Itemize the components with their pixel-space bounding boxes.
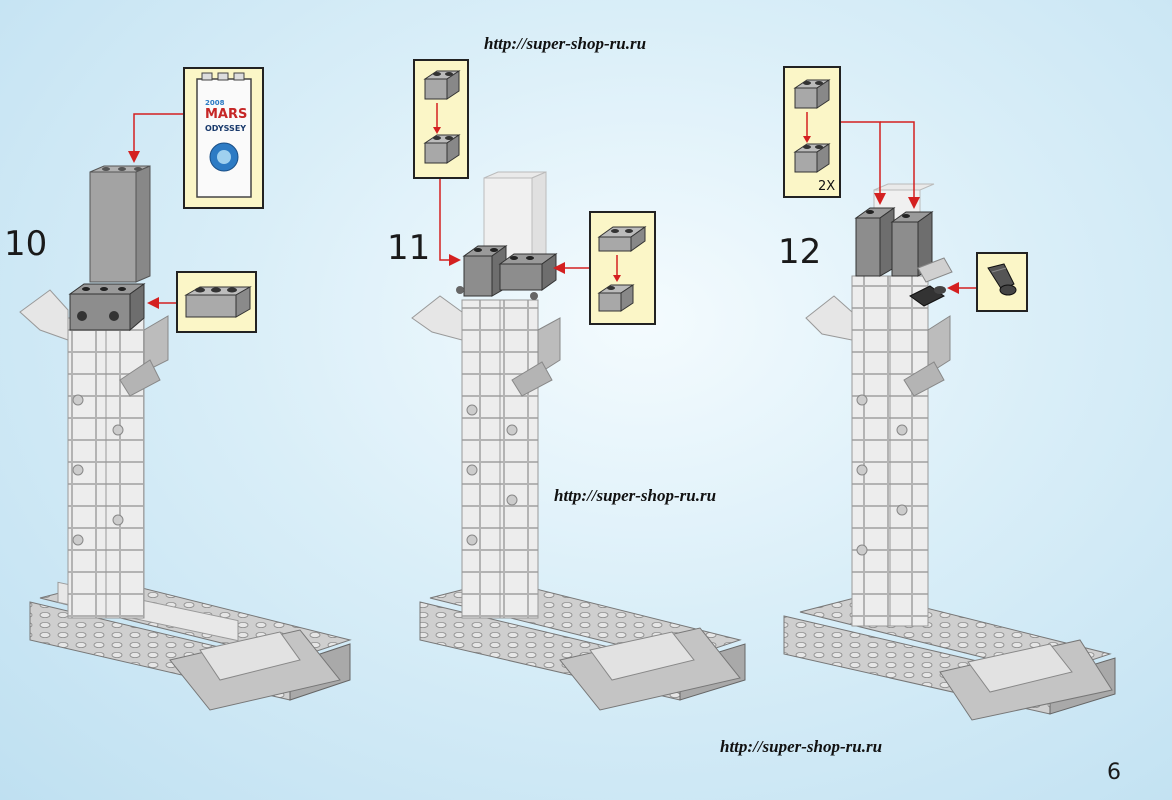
callout-step12-piece	[976, 252, 1028, 312]
assembly-arrows	[128, 113, 976, 309]
antenna-piece-illustration	[987, 263, 1017, 296]
multiplier-label: 2X	[818, 179, 836, 194]
poster-line2: ODYSSEY	[205, 124, 247, 133]
watermark-middle: http://super-shop-ru.ru	[554, 486, 717, 505]
step-number-11: 11	[387, 228, 431, 268]
callout-step10-brick	[176, 271, 257, 333]
brick-stack-illustration	[423, 70, 461, 164]
page-number: 6	[1107, 760, 1121, 785]
poster-tile-illustration	[196, 72, 252, 198]
callout-step11-stack	[413, 59, 469, 179]
step11-model	[411, 171, 746, 711]
step10-model	[19, 165, 352, 711]
step-number-10: 10	[4, 224, 48, 264]
watermark-top: http://super-shop-ru.ru	[484, 34, 647, 53]
brick-stack-2x-illustration	[793, 79, 831, 173]
poster-line1: MARS	[205, 107, 248, 122]
poster-year: 2008	[205, 99, 225, 107]
step-number-12: 12	[778, 232, 822, 272]
watermark-bottom: http://super-shop-ru.ru	[720, 737, 883, 756]
callout-step12-stack: 2X	[783, 66, 841, 198]
callout-step10-poster: 2008 MARS ODYSSEY	[183, 67, 264, 209]
callout-step11-bracket	[589, 211, 656, 325]
bracket-stack-illustration	[597, 226, 647, 312]
step12-model	[783, 183, 1116, 721]
brick-1x3-illustration	[184, 286, 252, 318]
